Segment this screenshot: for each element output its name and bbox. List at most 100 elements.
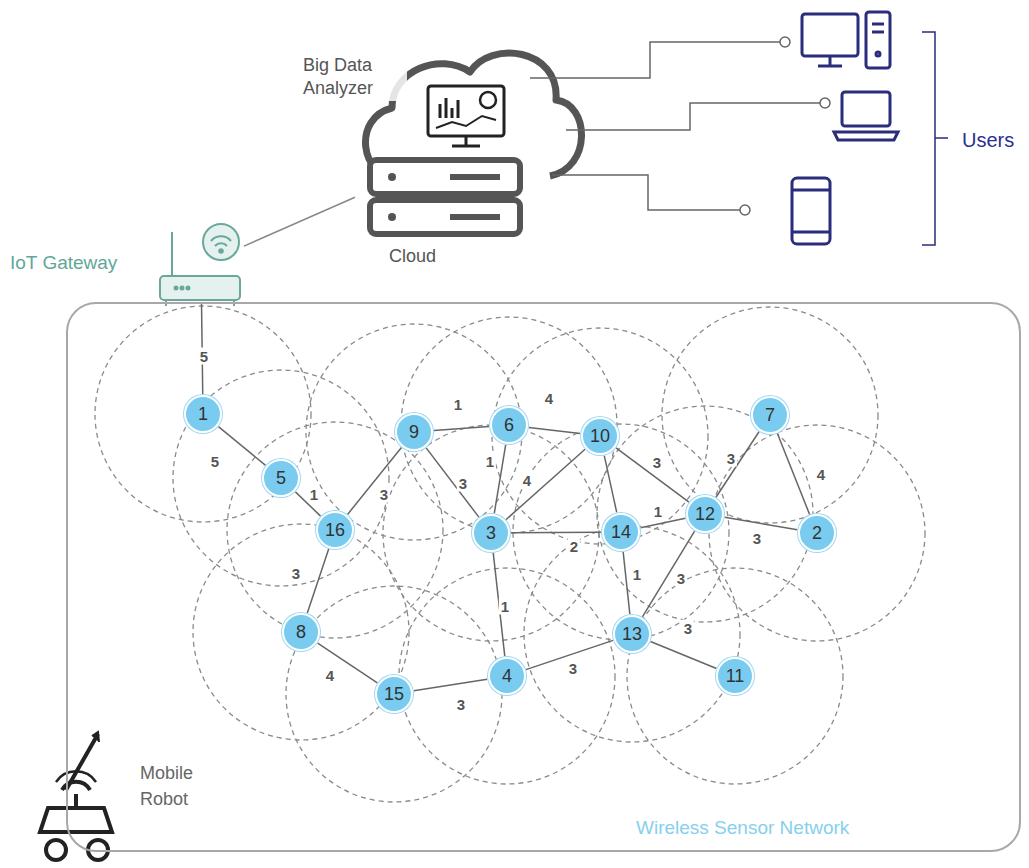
range-circle [306, 324, 522, 540]
sensor-node: 14 [602, 513, 640, 551]
node-number: 6 [504, 415, 514, 436]
sensor-node: 11 [716, 657, 754, 695]
node-number: 11 [726, 666, 745, 687]
sensor-node: 5 [262, 459, 300, 497]
range-circle [193, 524, 409, 740]
group-label: Users [962, 126, 1014, 155]
link-line [641, 518, 686, 528]
range-circle [227, 422, 443, 638]
link-line [244, 197, 355, 246]
sensor-node: 3 [472, 514, 510, 552]
link-line [725, 517, 798, 529]
link-weight: 3 [455, 696, 467, 713]
link-weight: 3 [682, 620, 694, 637]
node-number: 8 [296, 622, 306, 643]
node-number: 16 [325, 520, 345, 541]
node-number: 12 [695, 504, 715, 525]
node-number: 9 [409, 422, 419, 443]
link-line [623, 552, 630, 614]
radio-ranges [95, 306, 925, 802]
range-circle [95, 306, 311, 522]
sensor-node: 8 [282, 613, 320, 651]
link-weight: 4 [543, 390, 555, 407]
range-circle [597, 406, 813, 622]
gateway-icon [160, 224, 240, 306]
range-circle [173, 370, 389, 586]
link-weight: 4 [324, 667, 336, 684]
node-number: 10 [590, 426, 610, 447]
node-number: 5 [276, 468, 286, 489]
cloud-node: Big Data AnalyzerCloud [355, 60, 570, 240]
link-weight: 5 [209, 453, 221, 470]
sensor-node: 16 [316, 511, 354, 549]
link-line [414, 679, 487, 691]
link-line [716, 432, 759, 498]
link-line [348, 448, 402, 515]
range-circle [662, 307, 878, 523]
link-line [511, 531, 601, 533]
sensor-node: 1 [184, 395, 222, 433]
link-line [642, 531, 694, 617]
range-circle [524, 526, 740, 742]
node-number: 13 [622, 624, 642, 645]
link-line [529, 427, 580, 433]
robot-icon [40, 732, 112, 860]
node-number: 4 [502, 666, 512, 687]
link-weight: 4 [521, 472, 533, 489]
sensor-node: 15 [375, 675, 413, 713]
robot-label: Mobile Robot [140, 760, 210, 812]
gateway-node: IoT Gateway [158, 228, 244, 302]
sensor-node: 13 [613, 615, 651, 653]
user-wires [530, 37, 830, 215]
link-weight: 1 [484, 453, 496, 470]
link-line [616, 448, 689, 502]
link-weight: 3 [725, 450, 737, 467]
server-icon [370, 160, 520, 234]
link-line [604, 456, 616, 513]
sensor-node: 6 [490, 406, 528, 444]
link-weight: 3 [675, 570, 687, 587]
network-region: Wireless Sensor Network12345678910111213… [66, 302, 1021, 852]
link-weight: 1 [499, 598, 511, 615]
link-weight: 3 [751, 530, 763, 547]
link-weight: 3 [567, 660, 579, 677]
node-label: Cloud [389, 245, 436, 268]
node-number: 1 [198, 404, 208, 425]
link-line [777, 434, 809, 515]
link-weight: 4 [815, 466, 827, 483]
users-bracket [922, 32, 948, 245]
link-weight: 3 [651, 454, 663, 471]
sensor-node: 2 [798, 514, 836, 552]
link-line [651, 642, 717, 669]
range-circle [399, 568, 615, 784]
link-weight: 2 [568, 538, 580, 555]
link-weight: 1 [308, 486, 320, 503]
link-weight: 3 [457, 475, 469, 492]
link-line [506, 449, 585, 519]
device-icons [792, 12, 898, 244]
link-line [434, 426, 489, 430]
node-number: 3 [486, 523, 496, 544]
sensor-node: 7 [751, 396, 789, 434]
link-line [307, 549, 328, 613]
link-line [318, 643, 378, 683]
link-line [218, 427, 265, 466]
link-weight: 1 [631, 566, 643, 583]
sensor-node: 9 [395, 413, 433, 451]
link-line [426, 448, 479, 517]
node-number: 14 [611, 522, 631, 543]
link-weight: 1 [652, 503, 664, 520]
link-weight: 1 [452, 396, 464, 413]
node-number: 15 [384, 684, 404, 705]
sensor-node: 10 [581, 417, 619, 455]
node-label: Big Data Analyzer [303, 54, 407, 101]
range-circle [286, 586, 502, 802]
node-number: 2 [812, 523, 822, 544]
sensor-node: 12 [686, 495, 724, 533]
node-label: Wireless Sensor Network [636, 816, 849, 841]
link-weight: 3 [378, 486, 390, 503]
link-weight: 5 [198, 348, 210, 365]
link-weight: 3 [290, 565, 302, 582]
range-circle [709, 425, 925, 641]
node-label: IoT Gateway [10, 251, 117, 276]
